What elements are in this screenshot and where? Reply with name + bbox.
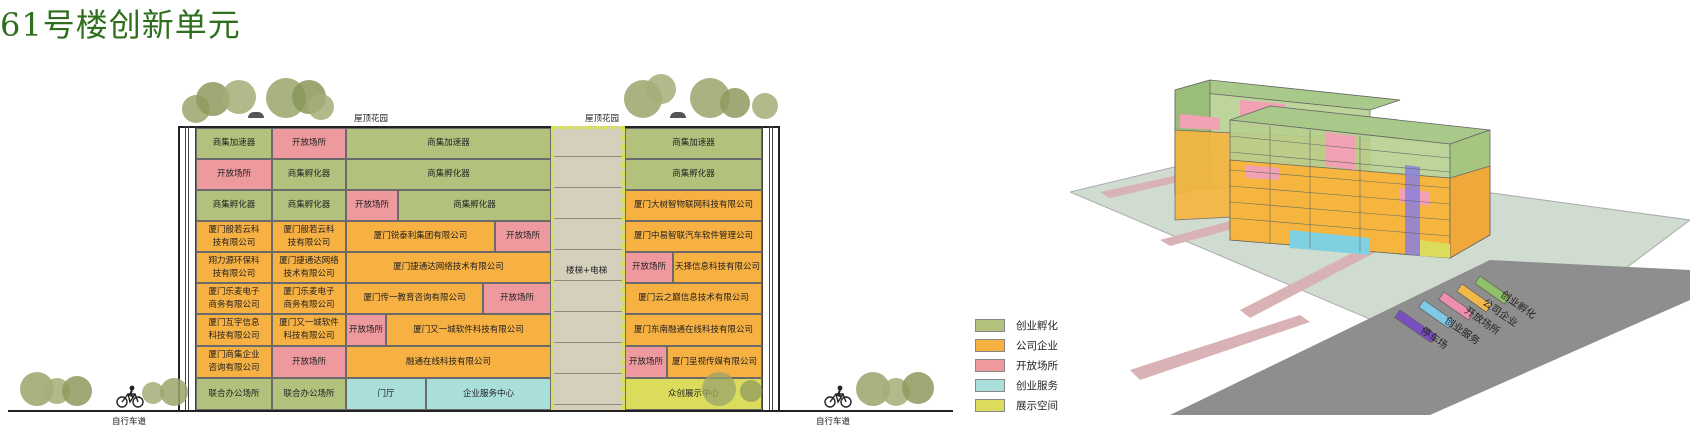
core-floor-lines: [554, 126, 622, 410]
bike-lane-label: 自行车道: [112, 417, 147, 427]
floor7-room-2: 商集孵化器: [272, 190, 346, 221]
floor8-room-1: 开放场所: [196, 159, 272, 190]
floor1-service-center: 企业服务中心: [426, 378, 551, 410]
floor4-room-1: 厦门乐麦电子 商务有限公司: [196, 283, 272, 314]
parasol-icon: [670, 112, 686, 118]
legend-label: 创业服务: [1016, 380, 1058, 392]
floor9-room-3: 商集加速器: [346, 128, 551, 159]
iso-legend-swatch: [1394, 309, 1437, 344]
page-title: 61号楼创新单元: [0, 6, 241, 44]
floor2-room-3: 融通在线科技有限公司: [346, 346, 551, 378]
left-facade-frame: [178, 126, 196, 410]
floor7-room-3: 开放场所: [346, 190, 398, 221]
floor4-room-3: 厦门传一教育咨询有限公司: [346, 283, 483, 314]
legend-label: 开放场所: [1016, 360, 1058, 372]
cyclist-icon: [824, 385, 852, 408]
street-tree-icon: [160, 378, 188, 406]
front-building-right-orange: [1449, 165, 1491, 259]
legend-label: 公司企业: [1016, 340, 1058, 352]
floor3-room-3: 开放场所: [346, 314, 386, 346]
floor1-lobby: 门厅: [346, 378, 426, 410]
road-edge: [1130, 315, 1310, 380]
left-facade-mullion: [185, 126, 189, 410]
floor1-exhibition-center: 众创展示中心: [625, 378, 762, 410]
back-building-pink: [1180, 114, 1220, 130]
floor8-room-2: 商集孵化器: [272, 159, 346, 190]
floor7-room-4: 商集孵化器: [398, 190, 551, 221]
roof-tree-icon: [308, 94, 334, 120]
site-path: [1240, 244, 1380, 318]
roof-tree-icon: [752, 93, 778, 119]
iso-legend-swatch: [1474, 275, 1510, 305]
floor6-room-3: 厦门锐泰利集团有限公司: [346, 221, 495, 252]
floor6-room-5: 厦门中易智联汽车软件管理公司: [625, 221, 762, 252]
front-building-pink: [1325, 132, 1355, 170]
street-tree-icon: [902, 372, 934, 404]
floor5-room-1: 翔力源环保科 技有限公司: [196, 252, 272, 283]
floor7-room-1: 商集孵化器: [196, 190, 272, 221]
iso-legend-swatch: [1438, 291, 1474, 321]
street-tree-icon: [62, 376, 92, 406]
floor9-room-4: 商集加速器: [625, 128, 762, 159]
floor8-room-3: 商集孵化器: [346, 159, 551, 190]
floor5-room-4: 开放场所: [625, 252, 673, 283]
core-label: 楼梯+电梯: [566, 266, 608, 276]
front-building-floor-lines: [1229, 126, 1451, 252]
parasol-icon: [248, 112, 264, 118]
front-building-parking: [1405, 165, 1420, 256]
street-tree-icon: [142, 382, 164, 404]
street-tree-icon: [740, 380, 762, 402]
floor9-room-1: 商集加速器: [196, 128, 272, 159]
legend-swatch: [975, 359, 1005, 372]
floor2-room-1: 厦门商集企业 咨询有限公司: [196, 346, 272, 378]
floor4-room-5: 厦门云之巅信息技术有限公司: [625, 283, 762, 314]
iso-legend: [1394, 275, 1510, 344]
legend-label: 展示空间: [1016, 400, 1058, 412]
floor6-room-4: 开放场所: [495, 221, 551, 252]
roof-garden-label: 屋顶花园: [354, 114, 389, 124]
iso-legend-swatch: [1456, 283, 1492, 313]
roof-line: [178, 126, 780, 128]
floor6-room-2: 厦门般若云科 技有限公司: [272, 221, 346, 252]
legend-swatch: [975, 319, 1005, 332]
cyclist-icon: [116, 385, 144, 408]
street-tree-icon: [702, 372, 736, 406]
floor3-room-2: 厦门又一城软件 科技有限公司: [272, 314, 346, 346]
floor7-room-5: 厦门大树智物联网科技有限公司: [625, 190, 762, 221]
floor5-room-3: 厦门捷通达网络技术有限公司: [346, 252, 551, 283]
floor1-room-1: 联合办公场所: [196, 378, 272, 410]
legend-swatch: [975, 339, 1005, 352]
front-building-exhibit: [1420, 240, 1450, 258]
floor5-room-5: 天择信息科技有限公司: [673, 252, 762, 283]
roof-tree-icon: [222, 80, 256, 114]
floor2-room-4: 开放场所: [625, 346, 667, 378]
floor3-room-4: 厦门又一城软件科技有限公司: [386, 314, 551, 346]
legend-label: 创业孵化: [1016, 320, 1058, 332]
bike-lane-label: 自行车道: [816, 417, 851, 427]
legend-swatch: [975, 399, 1005, 412]
floor3-room-1: 厦门互宇信息 科技有限公司: [196, 314, 272, 346]
floor6-room-1: 厦门般若云科 技有限公司: [196, 221, 272, 252]
isometric-building-view: 创业孵化 公司企业 开放场所 创业服务 停车场: [1070, 79, 1690, 415]
legend-swatch: [975, 379, 1005, 392]
ground-line: [8, 410, 953, 412]
floor8-room-4: 商集孵化器: [625, 159, 762, 190]
right-facade-mullion: [769, 126, 773, 410]
floor1-room-2: 联合办公场所: [272, 378, 346, 410]
floor4-room-4: 开放场所: [483, 283, 551, 314]
roof-tree-icon: [646, 74, 676, 104]
roof-tree-icon: [720, 88, 750, 118]
iso-legend-swatch: [1418, 299, 1454, 329]
floor5-room-2: 厦门捷通达网络 技术有限公司: [272, 252, 346, 283]
floor3-room-5: 厦门东南融通在线科技有限公司: [625, 314, 762, 346]
floor9-room-2: 开放场所: [272, 128, 346, 159]
right-facade-frame: [762, 126, 780, 410]
roof-garden-label: 屋顶花园: [585, 114, 620, 124]
floor4-room-2: 厦门乐麦电子 商务有限公司: [272, 283, 346, 314]
floor2-room-2: 开放场所: [272, 346, 346, 378]
building-section-diagram: 楼梯+电梯 商集加速器 开放场所 商集加速器 商集加速器 开放场所 商集孵化器 …: [8, 74, 953, 427]
